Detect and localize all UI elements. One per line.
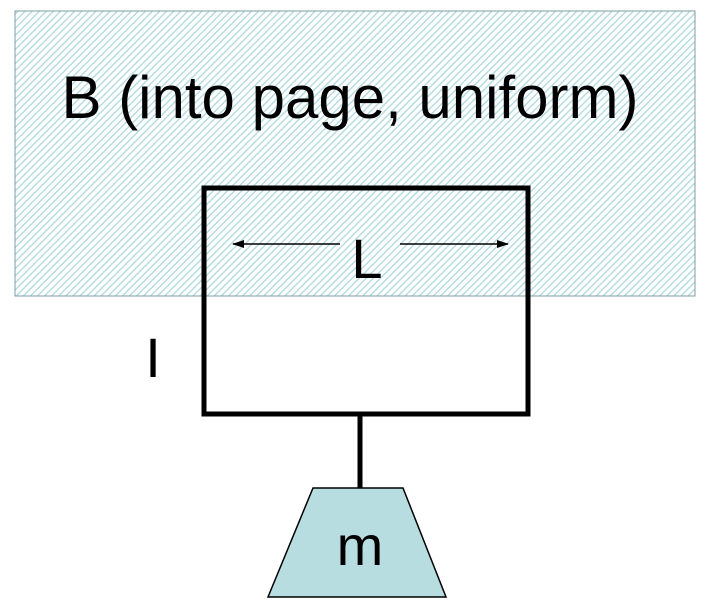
current-label: I	[145, 326, 161, 389]
wire-loop	[201, 185, 531, 417]
width-label: L	[351, 227, 382, 290]
mass-label: m	[337, 514, 384, 577]
magnetic-field-region	[14, 10, 696, 297]
hanging-mass	[266, 487, 448, 598]
field-label: B (into page, uniform)	[62, 64, 639, 131]
